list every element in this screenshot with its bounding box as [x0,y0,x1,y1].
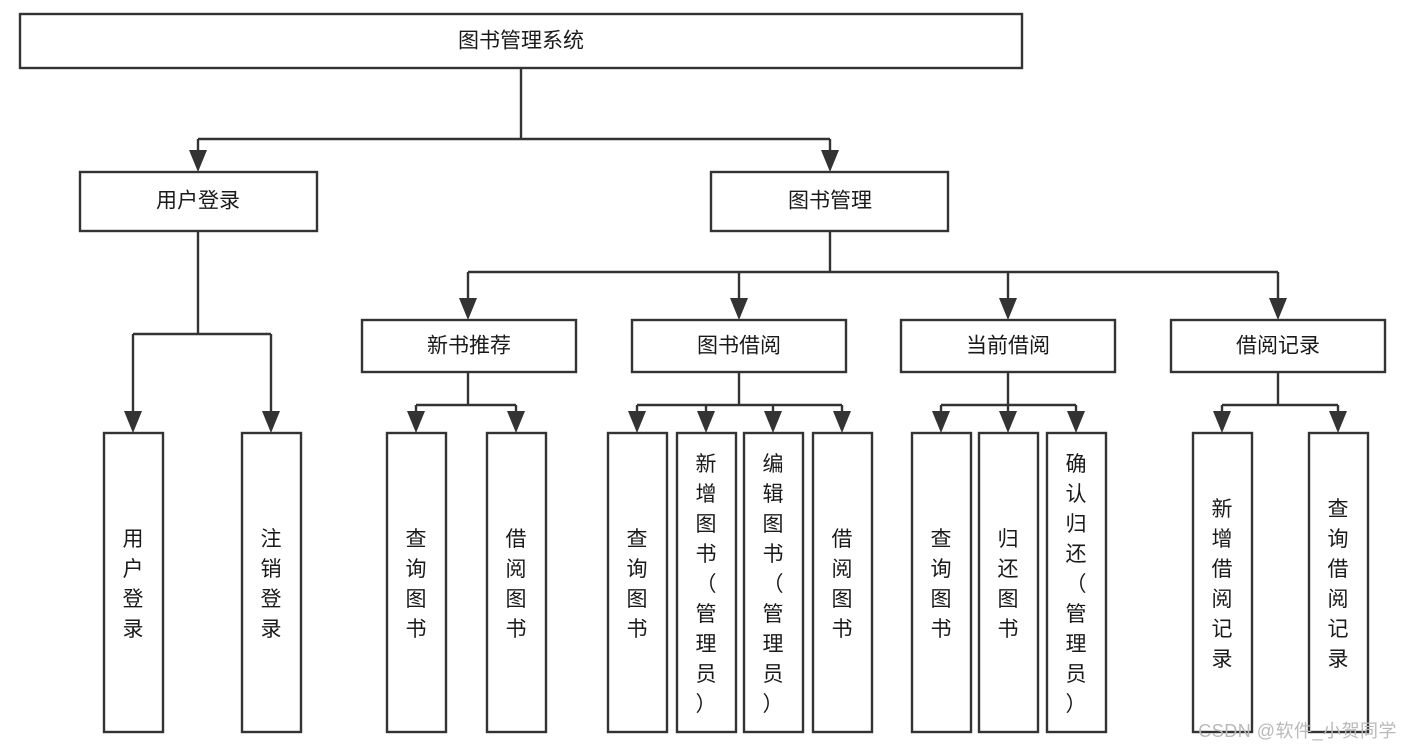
leaf-node[interactable]: 查询图书 [910,431,973,734]
leaf-node[interactable]: 归还图书 [977,431,1040,734]
arrow-new-book-leaf-2 [507,411,525,433]
node-new-book-recommend-box[interactable] [360,318,578,374]
leaf-query-book-recommend-label: 查询图书 [406,528,427,641]
arrow-borrow-record-leaf-1 [1213,411,1231,433]
leaf-edit-book-label: 编辑图书（管理员） [763,453,784,716]
node-current-borrow-box[interactable] [899,318,1117,374]
leaf-node[interactable]: 编辑图书（管理员） [742,431,805,734]
leaf-node[interactable]: 确认归还（管理员） [1045,431,1108,734]
node-new-book-recommend[interactable]: 新书推荐 [360,318,578,374]
leaf-borrow-book-label: 借阅图书 [832,528,853,641]
node-book-manage[interactable]: 图书管理 [709,170,950,233]
node-book-borrow-label: 图书借阅 [697,335,781,358]
leaf-node[interactable]: 新增借阅记录 [1191,431,1254,734]
node-new-book-recommend-label: 新书推荐 [427,335,511,358]
leaf-logout-box[interactable] [240,431,303,734]
arrow-to-current-borrow [999,298,1017,320]
arrow-borrow-record-leaf-2 [1329,411,1347,433]
leaf-query-book-current-label: 查询图书 [931,528,952,641]
leaf-return-book-box[interactable] [977,431,1040,734]
leaf-return-book-label: 归还图书 [998,528,1019,641]
leaf-user-login-label: 用户登录 [123,528,144,641]
leaf-node[interactable]: 查询图书 [385,431,448,734]
leaf-node[interactable]: 用户登录 [102,431,165,734]
leaf-borrow-book-recommend-label: 借阅图书 [506,528,527,641]
node-book-manage-label: 图书管理 [788,190,872,213]
arrow-book-borrow-leaf-3 [764,411,782,433]
leaf-confirm-return-box[interactable] [1045,431,1108,734]
arrow-to-book-borrow [730,298,748,320]
arrow-new-book-leaf-1 [407,411,425,433]
leaf-query-borrow-record-label: 查询借阅记录 [1328,498,1349,671]
arrow-to-borrow-record [1269,298,1287,320]
leaf-node[interactable]: 借阅图书 [485,431,548,734]
node-book-borrow[interactable]: 图书借阅 [630,318,848,374]
node-current-borrow[interactable]: 当前借阅 [899,318,1117,374]
leaf-confirm-return-label: 确认归还（管理员） [1066,453,1087,716]
arrow-current-borrow-leaf-1 [932,411,950,433]
leaf-add-borrow-record-box[interactable] [1191,431,1254,734]
node-root-box[interactable] [18,12,1024,70]
leaf-query-book-recommend-box[interactable] [385,431,448,734]
leaf-query-book-current-box[interactable] [910,431,973,734]
arrow-to-book-manage [821,150,839,172]
leaf-user-login-box[interactable] [102,431,165,734]
leaf-logout-label: 注销登录 [261,528,282,641]
node-borrow-record-label: 借阅记录 [1236,335,1320,358]
leaf-query-book-borrow-box[interactable] [606,431,669,734]
arrow-to-user-login [189,150,207,172]
leaf-node[interactable]: 查询借阅记录 [1307,431,1370,734]
arrow-current-borrow-leaf-3 [1067,411,1085,433]
node-borrow-record[interactable]: 借阅记录 [1169,318,1387,374]
node-root[interactable]: 图书管理系统 [18,12,1024,70]
leaf-edit-book-box[interactable] [742,431,805,734]
leaf-node[interactable]: 新增图书（管理员） [675,431,738,734]
arrow-user-login-leaf-2 [262,411,280,433]
arrow-book-borrow-leaf-1 [628,411,646,433]
leaf-query-borrow-record-box[interactable] [1307,431,1370,734]
leaf-borrow-book-box[interactable] [811,431,874,734]
connector-layer [124,68,1347,433]
leaf-node[interactable]: 注销登录 [240,431,303,734]
node-user-login[interactable]: 用户登录 [78,170,319,233]
node-root-label: 图书管理系统 [458,30,584,53]
leaf-add-borrow-record-label: 新增借阅记录 [1212,498,1233,671]
arrow-book-borrow-leaf-2 [697,411,715,433]
leaf-query-book-borrow-label: 查询图书 [627,528,648,641]
arrow-user-login-leaf-1 [124,411,142,433]
node-user-login-box[interactable] [78,170,319,233]
node-user-login-label: 用户登录 [156,190,240,213]
node-book-manage-box[interactable] [709,170,950,233]
node-book-borrow-box[interactable] [630,318,848,374]
watermark-text: CSDN @软件_小贺同学 [1198,721,1397,741]
node-current-borrow-label: 当前借阅 [966,335,1050,358]
arrow-current-borrow-leaf-2 [999,411,1017,433]
leaf-node[interactable]: 借阅图书 [811,431,874,734]
arrow-to-new-book [459,298,477,320]
leaf-borrow-book-recommend-box[interactable] [485,431,548,734]
arrow-book-borrow-leaf-4 [833,411,851,433]
leaf-add-book-box[interactable] [675,431,738,734]
leaf-add-book-label: 新增图书（管理员） [696,453,717,716]
node-borrow-record-box[interactable] [1169,318,1387,374]
leaf-node[interactable]: 查询图书 [606,431,669,734]
